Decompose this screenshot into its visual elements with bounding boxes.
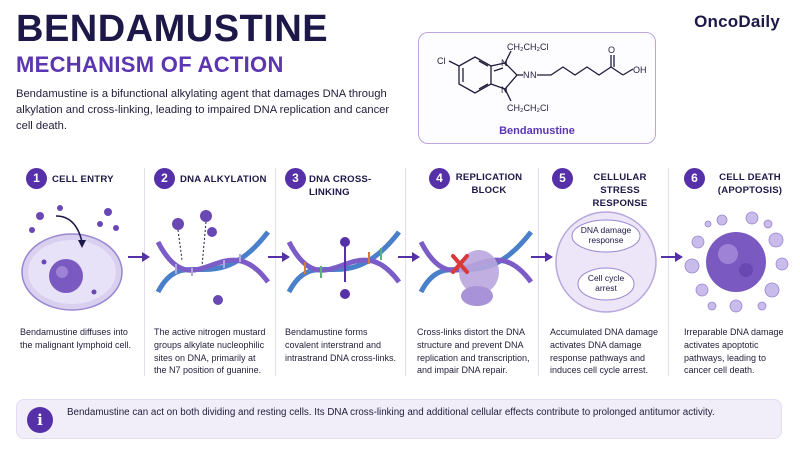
step-title: DNA CROSS-LINKING — [309, 174, 372, 198]
step-description: The active nitrogen mustard groups alkyl… — [154, 327, 266, 376]
step-number: 1 — [26, 168, 47, 189]
cell-entry-illustration — [21, 205, 123, 311]
step-divider — [275, 168, 276, 376]
dna-alkylation-illustration — [155, 210, 271, 305]
step-description: Irreparable DNA damage activates apoptot… — [684, 327, 784, 376]
step-number: 2 — [154, 168, 175, 189]
step-description: Bendamustine forms covalent interstrand … — [285, 327, 397, 363]
step-title: CELL ENTRY — [52, 174, 114, 185]
apoptosis-illustration — [684, 211, 789, 313]
chemical-structure-diagram: Cl CH₂CH₂Cl CH₂CH₂Cl N N N N O OH — [437, 42, 647, 113]
atom-chain-top: CH₂CH₂Cl — [507, 42, 548, 52]
page-subtitle: MECHANISM OF ACTION — [16, 52, 284, 77]
block-x-icon — [451, 254, 469, 274]
atom-n-amine: N — [530, 70, 537, 80]
arrow-right-icon — [661, 252, 683, 262]
arrow-right-icon — [268, 252, 290, 262]
step-dna-cross-linking: 3 DNA CROSS-LINKING Bendamustine forms c… — [275, 160, 405, 388]
atom-cl-left: Cl — [437, 56, 446, 66]
dna-cross-linking-illustration — [286, 230, 402, 299]
step-divider — [538, 168, 539, 376]
brand-logo: OncoDaily — [694, 12, 780, 31]
arrow-right-icon — [128, 252, 150, 262]
step-dna-alkylation: 2 DNA ALKYLATION The active nitrogen mus… — [144, 160, 275, 388]
step-title: REPLICATION BLOCK — [455, 172, 523, 196]
arrow-right-icon — [531, 252, 553, 262]
page-title: BENDAMUSTINE — [16, 8, 329, 50]
step-description: Bendamustine diffuses into the malignant… — [20, 327, 132, 350]
step-number: 3 — [285, 168, 306, 189]
step-number: 4 — [429, 168, 450, 189]
atom-n1: N — [501, 58, 508, 68]
replication-block-illustration — [418, 230, 534, 306]
step-description: Cross-links distort the DNA structure an… — [417, 327, 530, 376]
step-cell-entry: 1 CELL ENTRY Bendamustine diffuses into … — [0, 160, 144, 388]
step-description: Accumulated DNA damage activates DNA dam… — [550, 327, 659, 376]
info-note: i Bendamustine can act on both dividing … — [16, 399, 782, 439]
mechanism-steps: 1 CELL ENTRY Bendamustine diffuses into … — [0, 160, 800, 388]
step-title: CELLULAR STRESS RESPONSE — [592, 172, 648, 209]
step-title: CELL DEATH (APOPTOSIS) — [717, 172, 783, 196]
step-title: DNA ALKYLATION — [180, 174, 267, 185]
step-replication-block: 4 REPLICATION BLOCK Cross-links distort … — [405, 160, 538, 388]
structure-label: Bendamustine — [499, 125, 575, 137]
arrow-right-icon — [398, 252, 420, 262]
atom-chain-bottom: CH₂CH₂Cl — [507, 103, 548, 113]
intro-text: Bendamustine is a bifunctional alkylatin… — [16, 88, 390, 133]
atom-n3: N — [501, 85, 508, 95]
step-divider — [405, 168, 406, 376]
step-divider — [668, 168, 669, 376]
step-number: 6 — [684, 168, 705, 189]
atom-n2: N — [523, 70, 530, 80]
chemical-structure-panel: Cl CH₂CH₂Cl CH₂CH₂Cl N N N N O OH Bendam… — [418, 32, 656, 144]
step-divider — [144, 168, 145, 376]
atom-oh: OH — [633, 65, 647, 75]
step-number: 5 — [552, 168, 573, 189]
step-cell-death: 6 CELL DEATH (APOPTOSIS) Irreparable DNA… — [668, 160, 800, 388]
note-text: Bendamustine can act on both dividing an… — [67, 407, 715, 418]
atom-oxygen: O — [608, 45, 615, 55]
info-icon: i — [27, 407, 53, 433]
